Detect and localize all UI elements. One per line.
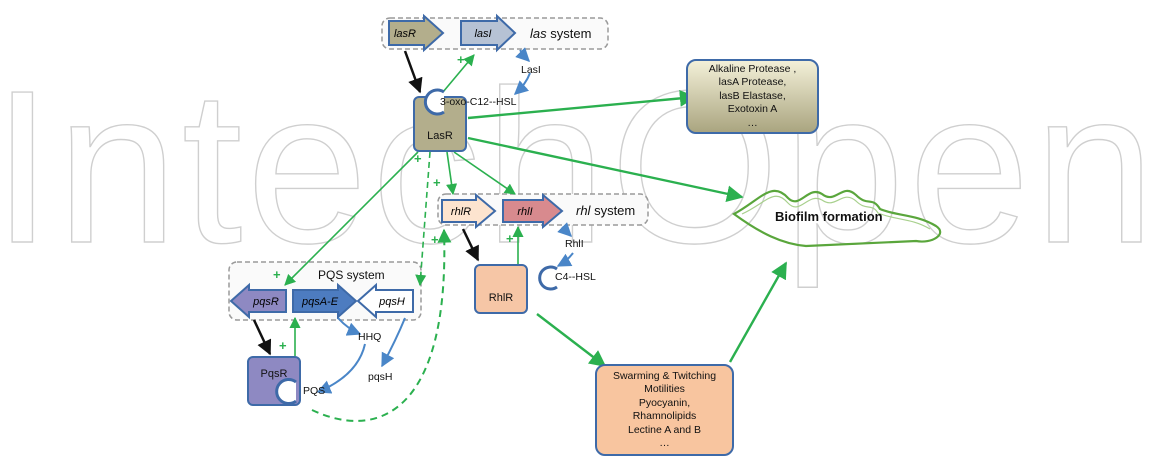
- lasI-protein-label: LasI: [521, 64, 541, 76]
- lasR-activates-pqsR-arrow: [284, 151, 419, 286]
- hhq-to-pqs-arrow: [316, 343, 366, 394]
- rhlR-gene-arrow: [441, 192, 497, 230]
- rhlI-to-signal-arrow: [556, 252, 574, 267]
- rhlI-protein-label: RhlI: [565, 238, 584, 250]
- lasR-gene-label: lasR: [394, 28, 416, 40]
- virulence-line-5: …: [747, 116, 758, 129]
- pqsH-enzyme-arrow: [381, 317, 406, 368]
- plus-las: +: [457, 52, 465, 67]
- biofilm-shape: [731, 189, 942, 248]
- rhlR-protein: RhlR: [474, 264, 528, 314]
- pqsH-enzyme-label: pqsH: [368, 371, 393, 383]
- plus-rhlI: +: [506, 231, 514, 246]
- rhlI-synthesis-arrow: [557, 222, 572, 237]
- watermark-text: IntechOpen: [0, 46, 1159, 289]
- motility-line-4: Rhamnolipids: [632, 410, 697, 422]
- pqsH-gene-label: pqsH: [378, 296, 405, 308]
- PQS-receptor-site: [275, 378, 297, 405]
- pqs-to-rhl-dashed-arrow: [311, 228, 452, 422]
- lasI-gene-arrow: [460, 13, 517, 53]
- virulence-line-4: Exotoxin A: [727, 103, 778, 116]
- C4-HSL-receptor-site: [538, 265, 558, 291]
- motility-to-biofilm-arrow: [728, 261, 788, 363]
- 3-oxo-C12-HSL-receptor-site: [423, 88, 445, 116]
- virulence-line-3: lasB Elastase,: [719, 89, 786, 102]
- lasR-to-biofilm-arrow: [467, 136, 744, 203]
- pqsA-E-gene-arrow: [292, 282, 358, 320]
- lasI-to-signal-arrow: [513, 72, 531, 95]
- lasR-translation-arrow: [403, 50, 423, 94]
- motility-line-6: …: [659, 437, 670, 449]
- pqsR-translation-arrow: [252, 319, 272, 356]
- pqs-system-label: PQS system: [318, 268, 385, 282]
- biofilm-label: Biofilm formation: [775, 209, 883, 224]
- pqsR-gene-label: pqsR: [252, 296, 279, 308]
- lasR-activates-rhlR-arrow: [446, 151, 458, 196]
- motility-line-3: Pyocyanin,: [638, 396, 691, 409]
- plus-pqs-rhl: +: [431, 232, 439, 247]
- plus-pqsA-E: +: [279, 338, 287, 353]
- virulence-line-1: Alkaline Protease ,: [708, 62, 797, 75]
- rhl-system-label: rhl system: [576, 203, 635, 218]
- lasR-activates-rhlI-arrow: [453, 151, 516, 195]
- plus-pqsH-dashed: +: [414, 151, 422, 166]
- motility-line-5: Lectine A and B: [628, 423, 701, 436]
- las-system-label: las system: [530, 26, 591, 41]
- pqsA-E-gene-label: pqsA-E: [301, 296, 339, 308]
- pqsR-gene-arrow: [229, 282, 287, 320]
- rhlI-gene-label: rhlI: [517, 206, 532, 218]
- virulence-factors-box: Alkaline Protease , lasA Protease, lasB …: [686, 59, 819, 134]
- lasR-to-virulence-arrow: [467, 90, 697, 120]
- plus-pqsR: +: [273, 267, 281, 282]
- lasR-activates-pqsH-dashed-arrow: [415, 151, 431, 287]
- pqsA-E-to-hhq-arrow: [337, 317, 362, 336]
- motility-box: Swarming & Twitching Motilities Pyocyani…: [595, 364, 734, 456]
- rhlR-to-motility-arrow: [536, 313, 607, 368]
- virulence-line-2: lasA Protease,: [718, 76, 787, 89]
- plus-rhlR: +: [433, 175, 441, 190]
- lasR-gene-arrow: [388, 13, 445, 53]
- 3-oxo-C12-HSL-label: 3-oxo-C12--HSL: [440, 96, 517, 108]
- PQS-label: PQS: [303, 385, 326, 397]
- rhlR-gene-label: rhlR: [451, 206, 471, 218]
- pqsH-gene-arrow: [356, 282, 414, 320]
- rhlR-translation-arrow: [461, 228, 480, 262]
- lasI-gene-label: lasI: [474, 28, 491, 40]
- rhlI-gene-arrow: [502, 192, 564, 230]
- motility-line-1: Swarming & Twitching: [612, 369, 717, 382]
- biofilm-shape-inner: [741, 195, 931, 230]
- lasI-synthesis-arrow: [515, 47, 530, 62]
- HHQ-label: HHQ: [358, 331, 382, 343]
- motility-line-2: Motilities: [644, 383, 685, 395]
- lasR-activates-lasI-arrow: [442, 54, 475, 93]
- C4-HSL-label: C4--HSL: [555, 271, 596, 283]
